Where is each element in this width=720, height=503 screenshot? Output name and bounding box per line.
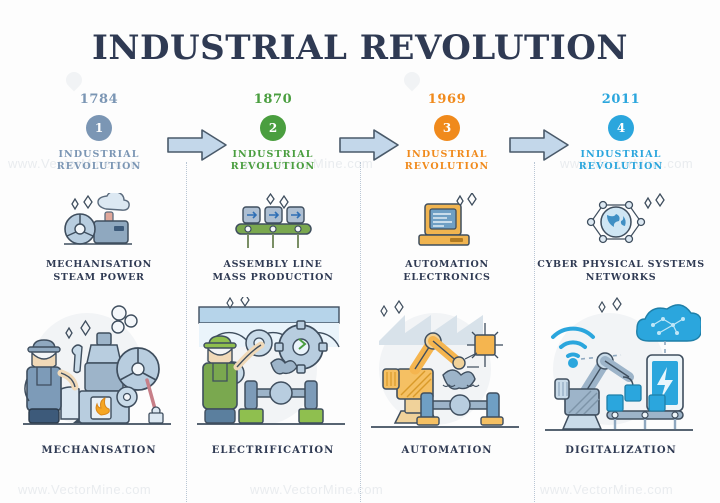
stage-bottom-label: AUTOMATION <box>401 445 493 456</box>
progress-arrow-3-to-4 <box>509 129 569 161</box>
desktop-computer-icon <box>418 193 477 246</box>
stage-caption-line2: NETWORKS <box>585 271 657 283</box>
robotic-welding-arm-scene <box>367 297 527 437</box>
global-network-icon <box>586 193 665 244</box>
column-divider <box>534 162 535 503</box>
stage-bottom-label: ELECTRIFICATION <box>211 445 335 456</box>
stage-icon-wrap <box>407 191 487 253</box>
stage-revolution-line2: REVOLUTION <box>56 161 142 172</box>
stage-year: 2011 <box>601 92 641 107</box>
stage-bottom-label: MECHANISATION <box>41 445 157 456</box>
stage-caption-line2: ELECTRONICS <box>403 271 491 283</box>
stage-caption-line1: MECHANISATION <box>45 259 153 270</box>
column-divider <box>186 162 187 503</box>
steam-engine-icon <box>64 193 132 245</box>
stage-icon-wrap <box>573 191 669 253</box>
stage-caption: CYBER PHYSICAL SYSTEMS NETWORKS <box>537 259 705 287</box>
stage-caption-line1: ASSEMBLY LINE <box>223 259 323 270</box>
stage-number-badge: 1 <box>86 115 112 141</box>
worker-steam-engine-scene <box>19 297 179 437</box>
scene-illustration <box>23 305 171 425</box>
stage-icon-wrap <box>56 191 142 253</box>
stage-caption-line2: STEAM POWER <box>53 271 145 283</box>
stage-year: 1870 <box>253 92 293 107</box>
stage-year: 1969 <box>427 92 467 107</box>
stage-column-2: 1870 2 INDUSTRIAL REVOLUTION <box>186 92 360 503</box>
smart-factory-cloud-scene <box>541 297 701 437</box>
stage-number-badge: 4 <box>608 115 634 141</box>
stage-revolution-line1: INDUSTRIAL <box>580 149 662 160</box>
page-title: INDUSTRIAL REVOLUTION <box>92 28 628 68</box>
progress-arrow-1-to-2 <box>167 129 227 161</box>
stage-column-4: 2011 4 INDUSTRIAL REVOLUTION <box>534 92 708 503</box>
stage-year: 1784 <box>79 92 119 107</box>
scene-illustration <box>371 299 519 428</box>
stage-caption-line2: MASS PRODUCTION <box>212 271 334 283</box>
stage-caption: ASSEMBLY LINE MASS PRODUCTION <box>212 259 333 287</box>
stage-number-badge: 2 <box>260 115 286 141</box>
conveyor-belt-icon <box>235 193 312 248</box>
stage-caption: MECHANISATION STEAM POWER <box>46 259 152 287</box>
stage-caption: AUTOMATION ELECTRONICS <box>403 259 490 287</box>
stage-revolution-line1: INDUSTRIAL <box>58 149 140 160</box>
stage-revolution-label: INDUSTRIAL REVOLUTION <box>57 149 142 173</box>
stage-revolution-line1: INDUSTRIAL <box>406 149 488 160</box>
progress-arrow-2-to-3 <box>339 129 399 161</box>
stage-caption-line1: AUTOMATION <box>405 259 489 270</box>
stage-revolution-line2: REVOLUTION <box>404 161 490 172</box>
worker-gears-factory-scene <box>193 297 353 437</box>
scene-illustration <box>197 297 345 425</box>
column-divider <box>360 162 361 503</box>
stage-column-3: 1969 3 INDUSTRIAL REVOLUTION <box>360 92 534 503</box>
scene-illustration <box>545 297 701 431</box>
stage-column-1: 1784 1 INDUSTRIAL REVOLUTION <box>12 92 186 492</box>
stage-bottom-label: DIGITALIZATION <box>565 445 677 456</box>
stage-number-badge: 3 <box>434 115 460 141</box>
stage-revolution-line1: INDUSTRIAL <box>232 149 314 160</box>
stage-revolution-label: INDUSTRIAL REVOLUTION <box>405 149 490 173</box>
stage-revolution-line2: REVOLUTION <box>230 161 316 172</box>
stage-revolution-label: INDUSTRIAL REVOLUTION <box>231 149 316 173</box>
stage-revolution-label: INDUSTRIAL REVOLUTION <box>579 149 664 173</box>
timeline-columns: 1784 1 INDUSTRIAL REVOLUTION <box>12 92 708 503</box>
stage-icon-wrap <box>228 191 318 253</box>
stage-revolution-line2: REVOLUTION <box>578 161 664 172</box>
stage-caption-line1: CYBER PHYSICAL SYSTEMS <box>537 259 705 270</box>
